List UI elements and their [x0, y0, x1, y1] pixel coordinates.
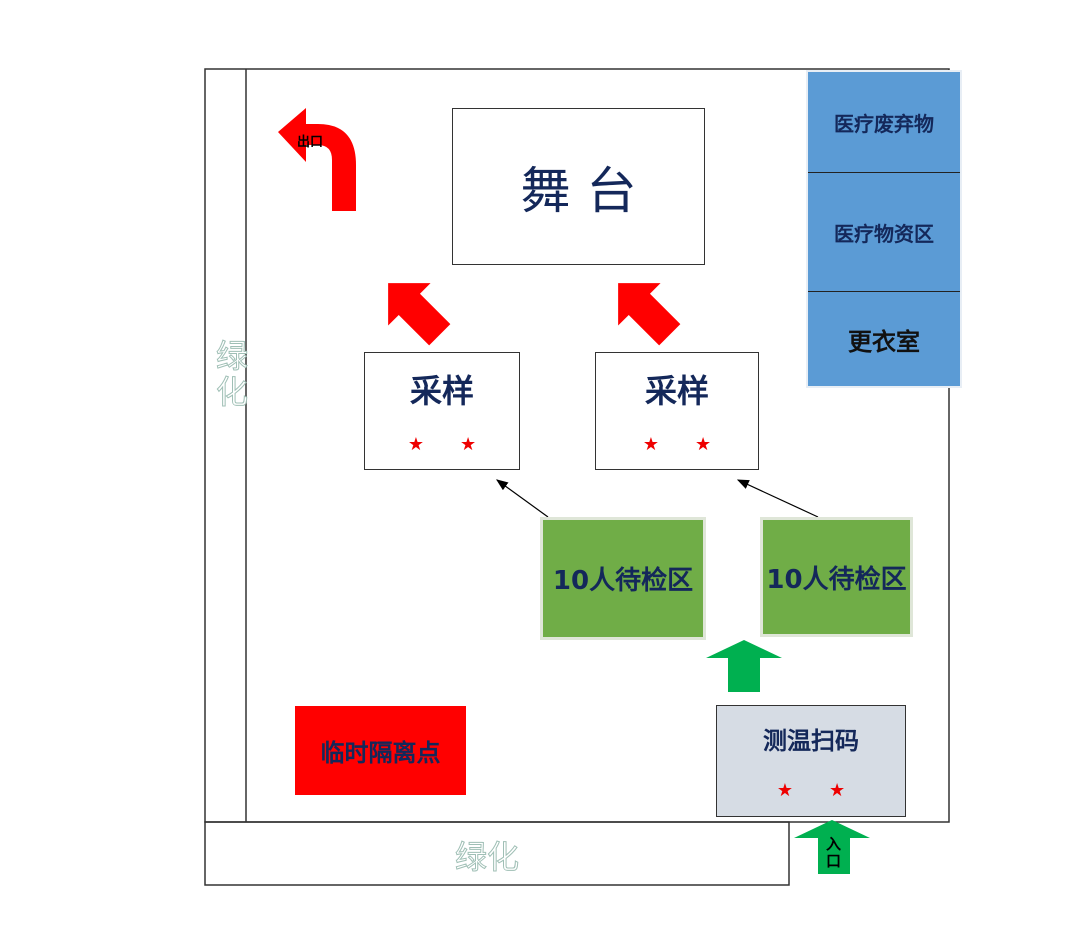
entrance-arrow [794, 820, 870, 874]
greenery-left-label: 绿化 [216, 337, 249, 411]
green-up-arrow [706, 640, 782, 692]
entrance-label: 入口 [826, 835, 842, 870]
red-arrow-2 [618, 283, 681, 346]
sampling-label: 采样 [409, 372, 474, 410]
stage: 舞 台 [452, 108, 705, 265]
bottom-greenery-strip [204, 821, 790, 886]
exit-arrow [278, 108, 356, 211]
waiting-area-1: 10人待检区 [540, 517, 706, 640]
flow-arrow-1 [496, 479, 549, 518]
temperature-scan-checkpoint: 测温扫码 ★ ★ [716, 705, 906, 817]
staff-stars: ★ ★ [776, 779, 846, 801]
waiting-area-2: 10人待检区 [760, 517, 913, 637]
staff-stars: ★ ★ [642, 434, 712, 455]
temporary-isolation-point: 临时隔离点 [295, 706, 466, 795]
side-room-changing-room: 更衣室 [848, 327, 920, 356]
exit-label: 出口 [297, 135, 324, 150]
red-arrow-1 [388, 283, 451, 346]
staff-stars: ★ ★ [407, 434, 477, 455]
flow-arrow-2 [736, 479, 819, 518]
greenery-bottom-label: 绿化 [454, 838, 520, 877]
side-room-medical-supplies: 医疗物资区 [808, 173, 960, 292]
sampling-station-2: 采样 ★ ★ [595, 352, 759, 470]
side-room-medical-waste: 医疗废弃物 [808, 72, 960, 173]
sampling-label: 采样 [644, 372, 709, 410]
stage-label: 舞 台 [520, 161, 637, 220]
checkpoint-label: 测温扫码 [763, 726, 859, 755]
side-rooms: 医疗废弃物 医疗物资区 更衣室 [806, 70, 962, 388]
sampling-station-1: 采样 ★ ★ [364, 352, 520, 470]
